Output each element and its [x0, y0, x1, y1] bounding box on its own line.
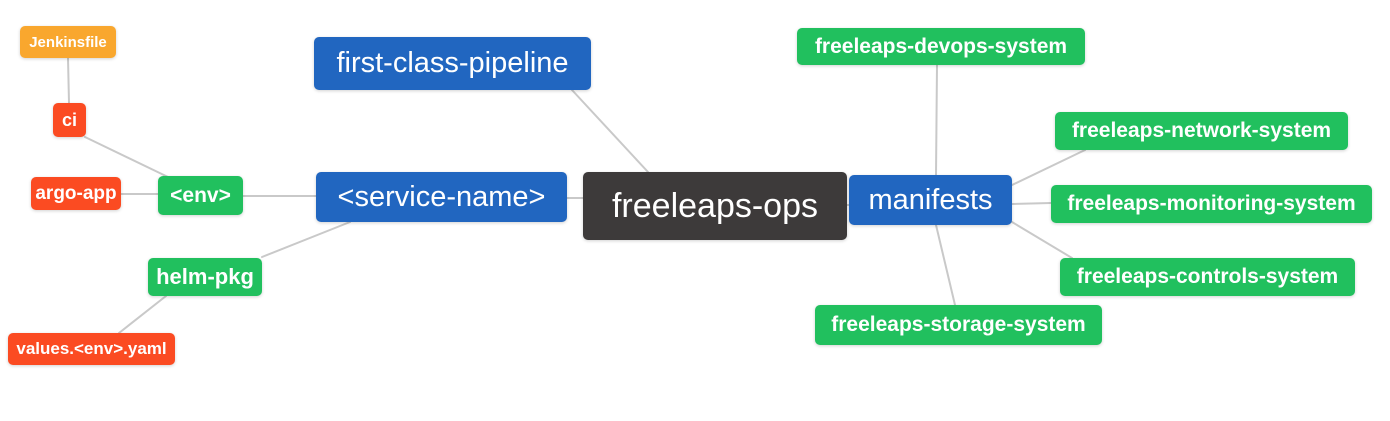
node-freeleaps-network-system[interactable]: freeleaps-network-system: [1055, 112, 1348, 150]
edge-manifests-to-freeleaps-storage-system: [935, 224, 956, 306]
node-values-env-yaml[interactable]: values.<env>.yaml: [8, 333, 175, 365]
edge-manifests-to-freeleaps-network-system: [1011, 149, 1086, 186]
node-service-name[interactable]: <service-name>: [316, 172, 567, 222]
edge-jenkinsfile-to-ci: [67, 57, 70, 104]
node-freeleaps-ops[interactable]: freeleaps-ops: [583, 172, 847, 240]
node-freeleaps-storage-system[interactable]: freeleaps-storage-system: [815, 305, 1102, 345]
node-env[interactable]: <env>: [158, 176, 243, 215]
node-jenkinsfile[interactable]: Jenkinsfile: [20, 26, 116, 58]
edge-manifests-to-freeleaps-controls-system: [1011, 221, 1073, 259]
node-ci[interactable]: ci: [53, 103, 86, 137]
edge-manifests-to-freeleaps-devops-system: [935, 64, 938, 176]
node-freeleaps-monitoring-system[interactable]: freeleaps-monitoring-system: [1051, 185, 1372, 223]
node-freeleaps-devops-system[interactable]: freeleaps-devops-system: [797, 28, 1085, 65]
edge-helm-pkg-to-values-env-yaml: [118, 295, 167, 334]
edge-service-name-to-helm-pkg: [261, 221, 351, 258]
edge-manifests-to-freeleaps-monitoring-system: [1011, 202, 1052, 205]
edge-ci-to-env: [84, 136, 169, 178]
node-helm-pkg[interactable]: helm-pkg: [148, 258, 262, 296]
node-argo-app[interactable]: argo-app: [31, 177, 121, 210]
node-manifests[interactable]: manifests: [849, 175, 1012, 225]
node-first-class-pipeline[interactable]: first-class-pipeline: [314, 37, 591, 90]
node-freeleaps-controls-system[interactable]: freeleaps-controls-system: [1060, 258, 1355, 296]
edge-first-class-pipeline-to-freeleaps-ops: [571, 89, 649, 173]
